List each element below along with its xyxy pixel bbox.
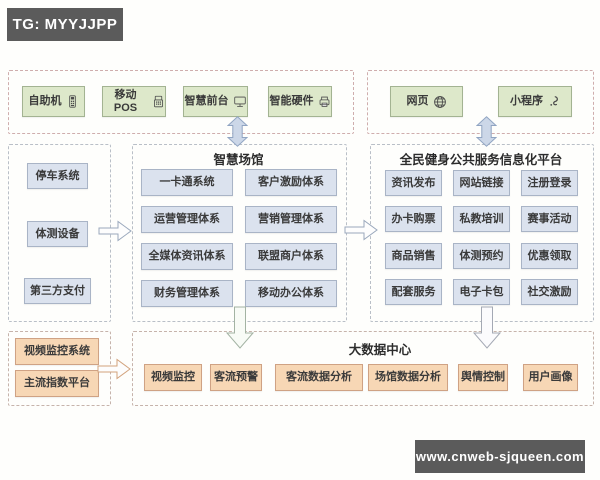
node-web-page: 网页 (390, 86, 463, 117)
node-label: 舆情控制 (461, 371, 505, 384)
node-label: 场馆数据分析 (375, 371, 441, 384)
online-terminals-group (367, 70, 594, 134)
tg-watermark-badge: TG: MYYJJPP (7, 8, 123, 41)
node-label: 商品销售 (391, 249, 436, 262)
site-watermark-badge: www.cnweb-sjqueen.com (415, 440, 585, 473)
node-label: 注册登录 (527, 176, 572, 189)
node-coupon-claim: 优惠领取 (521, 243, 578, 269)
node-marketing-mgmt: 营销管理体系 (245, 206, 337, 233)
node-smart-front-desk: 智慧前台 (183, 86, 248, 117)
node-card-ticket: 办卡购票 (385, 206, 442, 232)
node-social-incentive: 社交激励 (521, 279, 578, 305)
kiosk-icon (66, 95, 79, 108)
node-self-service-kiosk: 自助机 (22, 86, 85, 117)
arrow-terminals-venue (226, 116, 249, 152)
arrow-terminals-platform (475, 116, 498, 152)
node-mini-program: 小程序 (498, 86, 572, 117)
node-label: 移动办公体系 (258, 287, 324, 300)
public-platform-title: 全民健身公共服务信息化平台 (399, 153, 563, 167)
node-operation-mgmt: 运营管理体系 (141, 206, 233, 233)
node-goods-sales: 商品销售 (385, 243, 442, 269)
node-event-activity: 赛事活动 (521, 206, 578, 232)
node-label: 移动POS (113, 89, 138, 114)
node-mobile-office: 移动办公体系 (245, 280, 337, 307)
node-smart-hardware: 智能硬件 (268, 86, 332, 117)
arrow-external-to-venue (98, 220, 132, 247)
node-crowd-data-analysis: 客流数据分析 (275, 364, 363, 391)
node-label: 赛事活动 (527, 212, 572, 225)
node-label: 财务管理体系 (154, 287, 220, 300)
node-label: 停车系统 (35, 169, 80, 182)
node-label: 一卡通系统 (159, 176, 215, 189)
node-label: 用户画像 (528, 371, 573, 384)
node-finance-mgmt: 财务管理体系 (141, 280, 233, 307)
node-label: 体测设备 (35, 227, 80, 240)
node-label: 客流预警 (214, 371, 258, 384)
node-mainstream-index-platform: 主流指数平台 (15, 370, 99, 397)
arrow-venue-to-bigdata (225, 306, 255, 354)
node-label: 运营管理体系 (154, 213, 220, 226)
arrow-platform-to-bigdata (472, 306, 502, 354)
hardware-icon (318, 95, 331, 108)
globe-icon (433, 95, 447, 109)
node-label: 全媒体资讯体系 (148, 250, 226, 263)
node-third-party-payment: 第三方支付 (24, 278, 91, 304)
node-alliance-merchant: 联盟商户体系 (245, 243, 337, 270)
node-label: 客流数据分析 (286, 371, 352, 384)
node-media-info: 全媒体资讯体系 (141, 243, 233, 270)
node-label: 资讯发布 (391, 176, 436, 189)
node-customer-incentive: 客户激励体系 (245, 169, 337, 196)
node-private-coach: 私教培训 (453, 206, 510, 232)
node-label: 办卡购票 (391, 212, 436, 225)
node-label: 联盟商户体系 (258, 250, 324, 263)
miniprogram-icon (547, 95, 560, 108)
node-video-monitor: 视频监控 (144, 364, 202, 391)
node-label: 主流指数平台 (24, 377, 90, 390)
arrow-sources-to-bigdata (97, 358, 131, 385)
node-opinion-control: 舆情控制 (458, 364, 508, 391)
node-label: 私教培训 (459, 212, 504, 225)
node-parking-system: 停车系统 (27, 163, 88, 189)
node-label: 智能硬件 (269, 95, 314, 108)
node-label: 营销管理体系 (258, 213, 324, 226)
monitor-icon (233, 95, 247, 108)
node-label: 社交激励 (527, 285, 572, 298)
node-register-login: 注册登录 (521, 170, 578, 196)
node-label: 体测预约 (459, 249, 504, 262)
node-body-test-device: 体测设备 (27, 221, 88, 247)
node-ecard-wallet: 电子卡包 (453, 279, 510, 305)
big-data-title: 大数据中心 (348, 343, 412, 357)
big-data-group (132, 331, 594, 406)
node-label: 优惠领取 (527, 249, 572, 262)
node-venue-data-analysis: 场馆数据分析 (368, 364, 448, 391)
arrow-venue-to-platform (344, 219, 378, 246)
node-label: 自助机 (28, 95, 62, 108)
node-mobile-pos: 移动POS (102, 86, 166, 117)
node-info-publish: 资讯发布 (385, 170, 442, 196)
node-label: 视频监控系统 (24, 345, 90, 358)
node-body-test-booking: 体测预约 (453, 243, 510, 269)
offline-terminals-group (8, 70, 354, 134)
node-label: 小程序 (510, 95, 543, 108)
node-label: 网页 (406, 95, 429, 108)
node-user-portrait: 用户画像 (523, 364, 578, 391)
pos-icon (152, 95, 165, 108)
node-label: 网站链接 (459, 176, 504, 189)
node-label: 配套服务 (391, 285, 436, 298)
node-onecard-system: 一卡通系统 (141, 169, 233, 196)
node-label: 智慧前台 (184, 95, 229, 108)
node-crowd-alert: 客流预警 (210, 364, 262, 391)
node-video-surveillance-system: 视频监控系统 (15, 338, 99, 365)
node-label: 客户激励体系 (258, 176, 324, 189)
node-support-service: 配套服务 (385, 279, 442, 305)
node-label: 第三方支付 (30, 284, 85, 297)
node-label: 视频监控 (151, 371, 195, 384)
smart-venue-title: 智慧场馆 (213, 153, 264, 167)
node-website-link: 网站链接 (453, 170, 510, 196)
node-label: 电子卡包 (459, 285, 504, 298)
